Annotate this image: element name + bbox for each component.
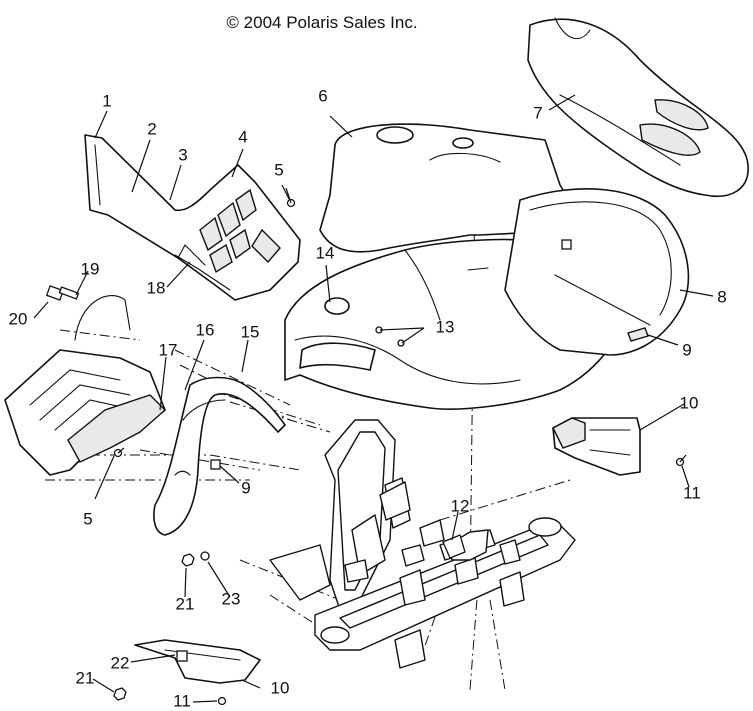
callout-1: 1 [102, 91, 111, 110]
screw-11-lower-icon [217, 696, 227, 706]
hardware [45, 187, 687, 706]
callout-6: 6 [318, 86, 327, 105]
leader-lines [33, 94, 714, 703]
skid-plate [134, 639, 261, 684]
callout-8: 8 [717, 287, 726, 306]
left-footwell-panel [84, 134, 301, 301]
washer-23-icon [200, 551, 210, 561]
callout-18: 18 [147, 278, 166, 297]
callout-11-lower: 11 [173, 691, 191, 710]
fender-flare [153, 376, 286, 536]
rubber-grommet-icon [561, 239, 572, 250]
callout-15: 15 [241, 322, 260, 341]
screw-5-upper-icon [285, 187, 296, 208]
callout-7: 7 [533, 103, 542, 122]
lower-chassis [269, 419, 576, 669]
front-panel [504, 188, 690, 356]
callout-4: 4 [238, 127, 247, 146]
left-footrest [4, 295, 167, 476]
clip-13-icon [375, 326, 405, 347]
callout-5-lower: 5 [83, 509, 92, 528]
callout-22: 22 [111, 653, 130, 672]
bolt-20-icon [45, 285, 80, 301]
callout-9-right: 9 [682, 340, 691, 359]
callout-23: 23 [222, 589, 241, 608]
callout-14: 14 [316, 243, 335, 262]
bolt-11-right-icon [675, 454, 687, 467]
callout-9-left: 9 [241, 478, 250, 497]
callout-17: 17 [159, 340, 178, 359]
callout-11-right: 11 [683, 483, 701, 502]
callout-10-upper: 10 [680, 393, 699, 412]
copyright-text: © 2004 Polaris Sales Inc. [226, 13, 417, 32]
callout-labels: 1 2 3 4 5 5 6 7 8 9 9 10 10 11 11 12 13 … [9, 86, 727, 710]
callout-13: 13 [436, 317, 455, 336]
screw-5-lower-icon [113, 447, 125, 458]
side-bracket [552, 417, 641, 476]
callout-21-lower: 21 [76, 668, 95, 687]
nut-21-upper-icon [181, 553, 195, 567]
seat-cover [527, 17, 749, 197]
callout-16: 16 [196, 320, 215, 339]
callout-10-lower: 10 [271, 678, 290, 697]
nut-21-lower-icon [113, 687, 127, 701]
callout-21-upper: 21 [176, 594, 195, 613]
callout-19: 19 [81, 259, 100, 278]
bracket-12-icon [442, 534, 466, 559]
callout-12: 12 [451, 496, 470, 515]
bolt-22-icon [176, 650, 188, 662]
grommet-9-icon [210, 459, 221, 470]
callout-2: 2 [147, 119, 156, 138]
callout-5-upper: 5 [274, 160, 283, 179]
callout-20: 20 [9, 309, 28, 328]
callout-3: 3 [178, 145, 187, 164]
